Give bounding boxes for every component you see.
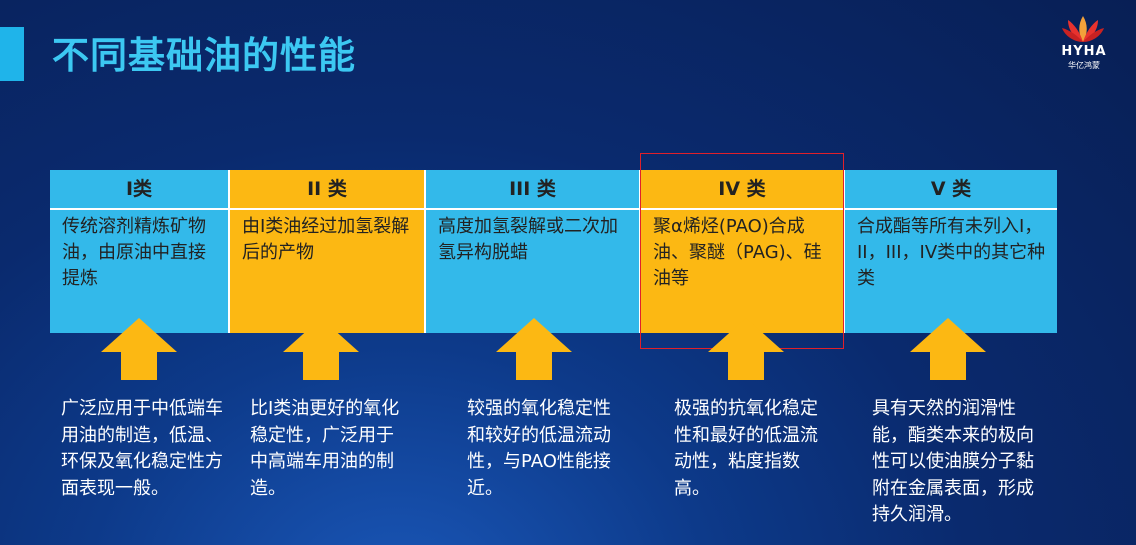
base-oil-table: I类 传统溶剂精炼矿物油，由原油中直接提炼 II 类 由I类油经过加氢裂解后的产…: [50, 170, 1057, 333]
column-group-5: V 类 合成酯等所有未列入I，II，III，IV类中的其它种类: [845, 170, 1057, 333]
column-header: II 类: [230, 170, 424, 210]
column-header: V 类: [845, 170, 1057, 210]
up-arrow-icon: [496, 318, 572, 380]
column-header: I类: [50, 170, 228, 210]
up-arrow-icon: [910, 318, 986, 380]
logo-brand-text: HYHA: [1061, 44, 1107, 59]
column-body: 聚α烯烃(PAO)合成油、聚醚（PAG)、硅油等: [653, 216, 822, 289]
page-title: 不同基础油的性能: [52, 34, 356, 77]
up-arrow-icon: [101, 318, 177, 380]
column-body: 合成酯等所有未列入I，II，III，IV类中的其它种类: [857, 216, 1046, 289]
column-divider: [424, 170, 426, 333]
column-group-2: II 类 由I类油经过加氢裂解后的产物: [230, 170, 424, 333]
logo-brand-subtext: 华亿鸿蒙: [1068, 61, 1100, 70]
column-group-4: IV 类 聚α烯烃(PAO)合成油、聚醚（PAG)、硅油等: [641, 170, 843, 333]
column-divider: [843, 170, 845, 333]
brand-logo: HYHA 华亿鸿蒙: [1048, 14, 1120, 72]
up-arrow-icon: [283, 318, 359, 380]
column-body: 高度加氢裂解或二次加氢异构脱蜡: [438, 216, 618, 263]
lotus-icon: [1062, 16, 1104, 42]
column-header: III 类: [426, 170, 639, 210]
column-group-3: III 类 高度加氢裂解或二次加氢异构脱蜡: [426, 170, 639, 333]
description-text: 广泛应用于中低端车用油的制造，低温、环保及氧化稳定性方面表现一般。: [61, 398, 223, 499]
column-group-1: I类 传统溶剂精炼矿物油，由原油中直接提炼: [50, 170, 228, 333]
column-body: 由I类油经过加氢裂解后的产物: [242, 216, 410, 263]
up-arrow-icon: [708, 318, 784, 380]
title-accent-bar: [0, 27, 24, 81]
column-divider: [228, 170, 230, 333]
description-text: 比I类油更好的氧化稳定性，广泛用于中高端车用油的制造。: [250, 398, 400, 499]
column-header: IV 类: [641, 170, 843, 210]
description-text: 较强的氧化稳定性和较好的低温流动性，与PAO性能接近。: [467, 398, 611, 499]
column-body: 传统溶剂精炼矿物油，由原油中直接提炼: [62, 216, 206, 289]
description-text: 极强的抗氧化稳定性和最好的低温流动性，粘度指数高。: [674, 398, 818, 499]
description-text: 具有天然的润滑性能，酯类本来的极向性可以使油膜分子黏附在金属表面，形成持久润滑。: [872, 398, 1034, 525]
